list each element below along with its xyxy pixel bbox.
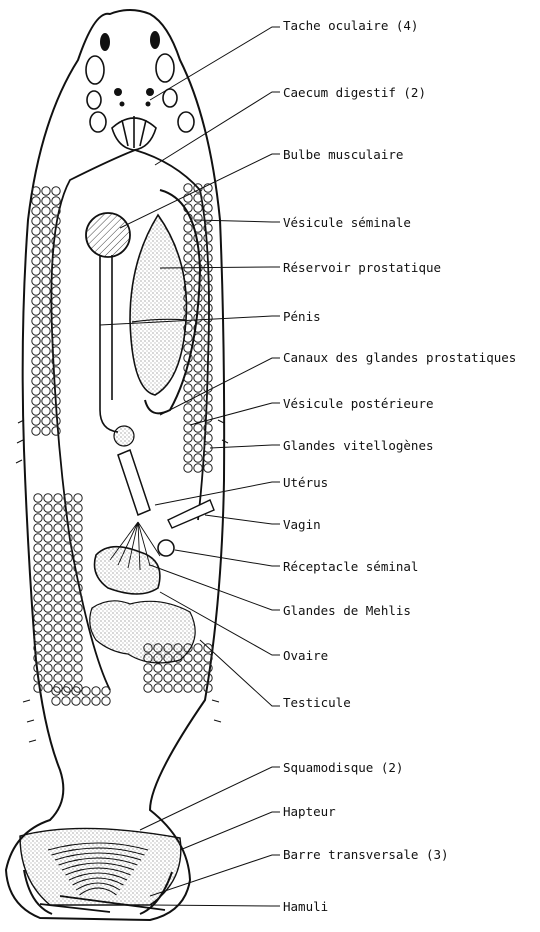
muscular-bulb [86, 213, 130, 257]
label-glandes-mehlis: Glandes de Mehlis [283, 604, 411, 618]
label-uterus: Utérus [283, 476, 328, 490]
label-hamuli: Hamuli [283, 900, 328, 914]
label-tache-oculaire: Tache oculaire (4) [283, 19, 418, 33]
label-testicule: Testicule [283, 696, 351, 710]
label-vesicule-seminale: Vésicule séminale [283, 216, 411, 230]
label-vagin: Vagin [283, 518, 321, 532]
label-caecum-digestif: Caecum digestif (2) [283, 86, 426, 100]
label-canaux-glandes: Canaux des glandes prostatiques [283, 351, 516, 365]
label-reservoir-prostatique: Réservoir prostatique [283, 261, 441, 275]
label-glandes-vitellogenes: Glandes vitellogènes [283, 439, 434, 453]
label-barre-transversale: Barre transversale (3) [283, 848, 449, 862]
label-vesicule-posterieure: Vésicule postérieure [283, 397, 434, 411]
label-receptacle-seminal: Réceptacle séminal [283, 560, 418, 574]
label-hapteur: Hapteur [283, 805, 336, 819]
label-bulbe-musculaire: Bulbe musculaire [283, 148, 403, 162]
label-penis: Pénis [283, 310, 321, 324]
label-ovaire: Ovaire [283, 649, 328, 663]
label-squamodisque: Squamodisque (2) [283, 761, 403, 775]
